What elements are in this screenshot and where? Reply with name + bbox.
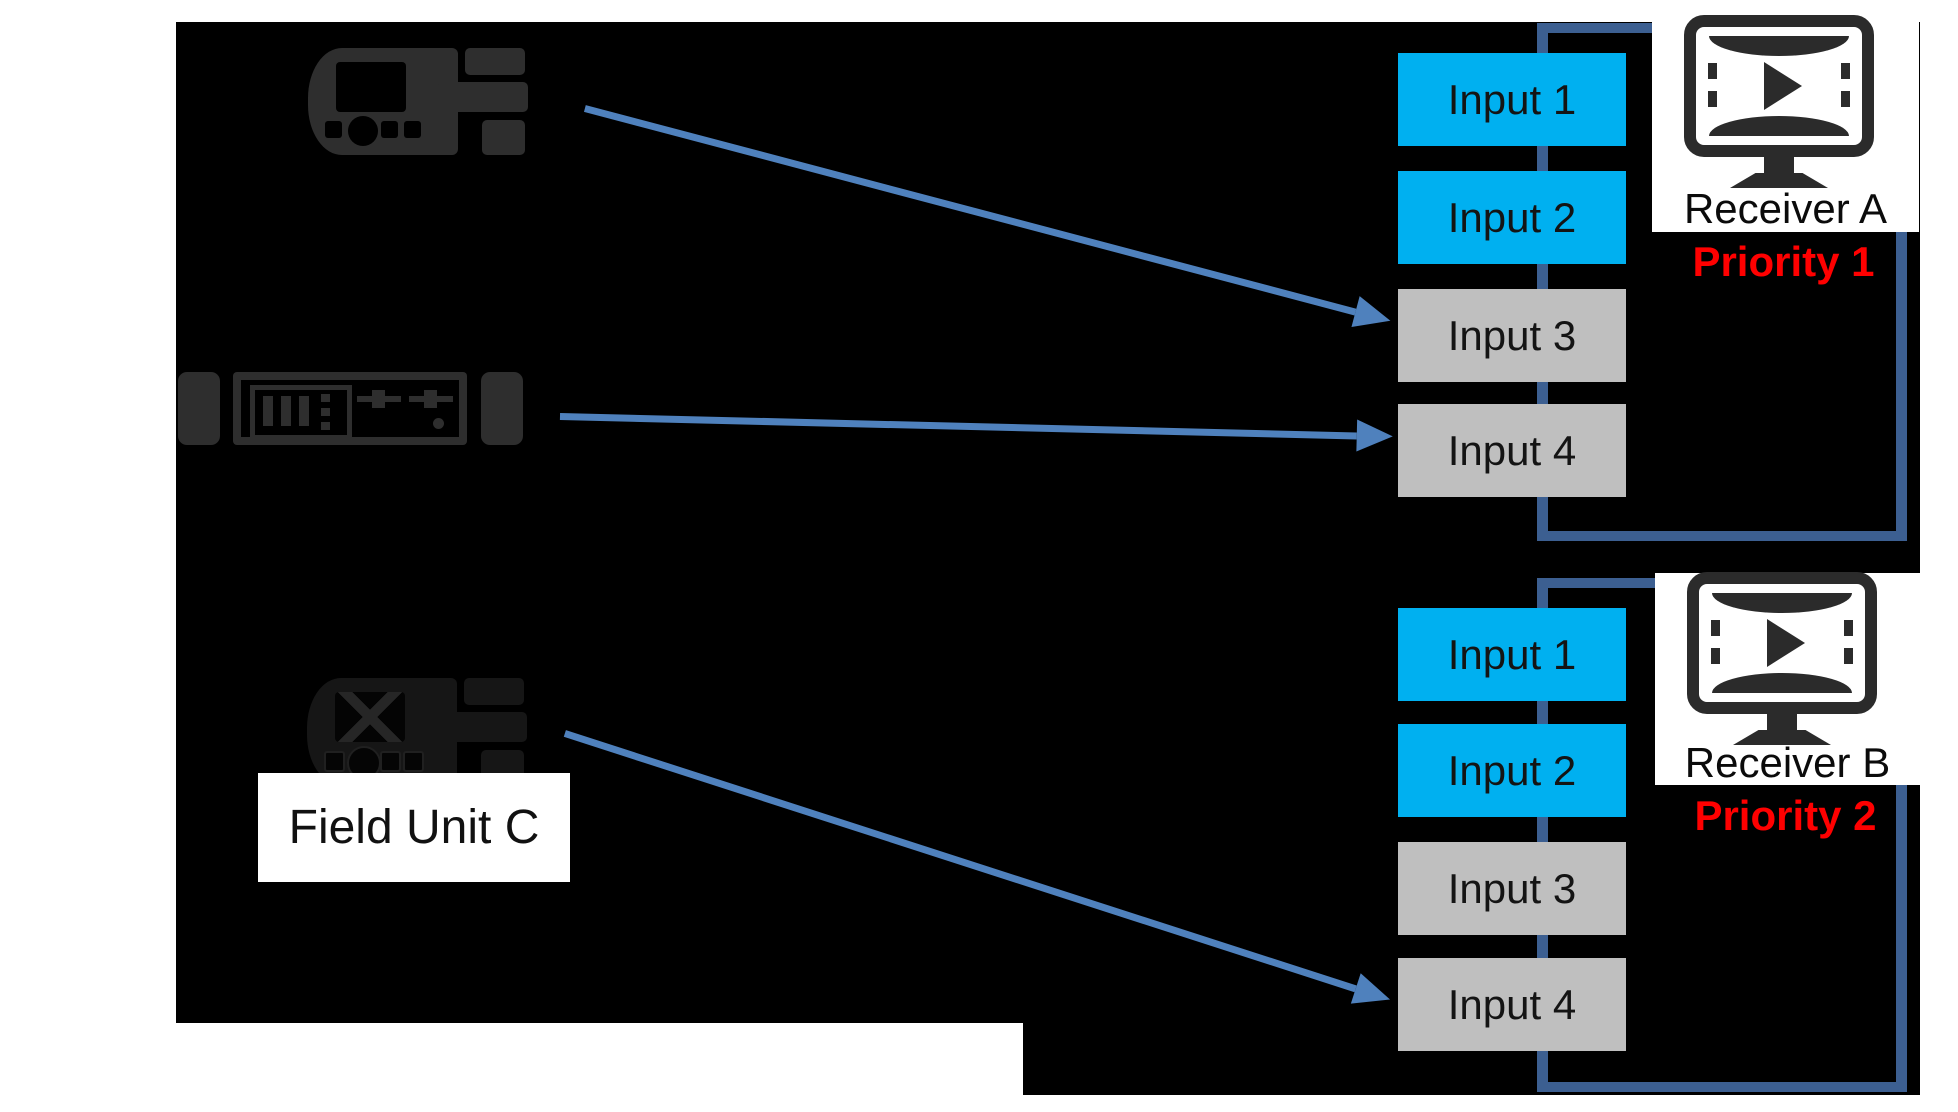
monitor-stand bbox=[1767, 714, 1797, 730]
device-button bbox=[380, 751, 401, 772]
vent-panel bbox=[250, 385, 352, 440]
receiver-b-bus-right-line bbox=[1896, 578, 1907, 1092]
receiver-a-input-2: Input 2 bbox=[1398, 171, 1626, 264]
monitor-base bbox=[1733, 730, 1831, 745]
device-button bbox=[403, 751, 424, 772]
receiver-b-input-3: Input 3 bbox=[1398, 842, 1626, 935]
device-button bbox=[325, 121, 342, 138]
receiver-b-name: Receiver B bbox=[1684, 739, 1891, 786]
device-button bbox=[381, 121, 398, 138]
receiver-a-name: Receiver A bbox=[1683, 185, 1888, 232]
receiver-a-priority-label: Priority 1 bbox=[1692, 238, 1875, 285]
receiver-a-bus-line bbox=[1537, 25, 1548, 541]
monitor-base bbox=[1730, 173, 1828, 188]
monitor-stand bbox=[1764, 157, 1794, 173]
device-knob bbox=[348, 116, 378, 146]
receiver-b-input-1: Input 1 bbox=[1398, 608, 1626, 701]
film-frame-top bbox=[1712, 593, 1852, 613]
slider-control bbox=[409, 390, 453, 408]
film-frame-top bbox=[1709, 36, 1849, 56]
receiver-a-input-4: Input 4 bbox=[1398, 404, 1626, 497]
receiver-a-input-3: Input 3 bbox=[1398, 289, 1626, 382]
receiver-b-bus-line bbox=[1537, 580, 1548, 1092]
video-monitor-icon bbox=[1687, 572, 1877, 752]
monitor-frame bbox=[1687, 572, 1877, 714]
device-button bbox=[404, 121, 421, 138]
field-unit-c-label: Field Unit C bbox=[258, 773, 570, 882]
film-frame-bottom bbox=[1712, 673, 1852, 693]
play-icon bbox=[1764, 62, 1802, 110]
rack-ear bbox=[481, 372, 523, 445]
receiver-a-bus-bottom-line bbox=[1537, 531, 1907, 541]
receiver-b-priority-label: Priority 2 bbox=[1694, 792, 1877, 839]
portable-transmitter-icon bbox=[307, 678, 527, 785]
device-button bbox=[324, 751, 345, 772]
video-monitor-icon bbox=[1684, 15, 1874, 195]
slider-control bbox=[357, 390, 401, 408]
device-screen bbox=[336, 62, 406, 112]
receiver-b-input-4: Input 4 bbox=[1398, 958, 1626, 1051]
rack-receiver-icon bbox=[178, 372, 523, 445]
play-icon bbox=[1767, 619, 1805, 667]
film-frame-bottom bbox=[1709, 116, 1849, 136]
receiver-a-input-1: Input 1 bbox=[1398, 53, 1626, 146]
receiver-b-bus-bottom-line bbox=[1537, 1082, 1907, 1092]
receiver-b-input-2: Input 2 bbox=[1398, 724, 1626, 817]
indicator-dot bbox=[433, 418, 444, 429]
monitor-frame bbox=[1684, 15, 1874, 157]
arrow-head-icon bbox=[1356, 419, 1394, 453]
rack-ear bbox=[178, 372, 220, 445]
portable-transmitter-icon bbox=[308, 48, 528, 155]
receiver-a-bus-right-line bbox=[1896, 23, 1907, 541]
device-screen bbox=[335, 692, 405, 742]
